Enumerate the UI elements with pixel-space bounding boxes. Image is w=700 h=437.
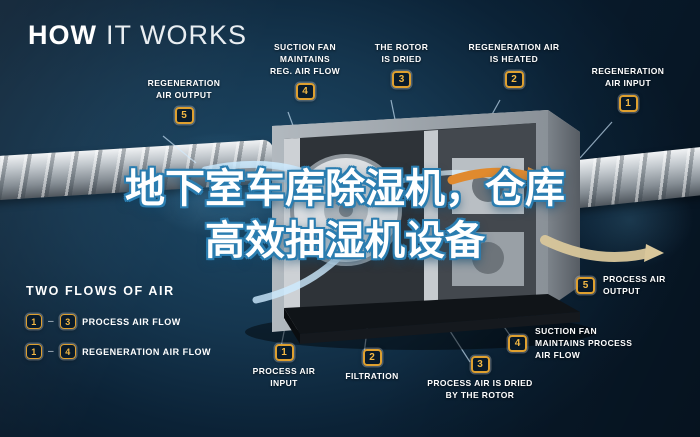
step-badge-2: 2 [504,70,524,88]
base-plinth [284,294,580,344]
step-badge-4: 4 [508,335,527,353]
callout-regeneration-air-input: REGENERATION AIR INPUT 1 [580,66,676,112]
chinese-headline: 地下室车库除湿机，仓库 高效抽湿机设备 [40,163,650,267]
legend-badge-start: 1 [26,344,42,359]
callout-suction-fan-reg: SUCTION FAN MAINTAINS REG. AIR FLOW 4 [255,42,355,100]
regeneration-airflow-arrow-inner [213,176,328,199]
chinese-headline-line2: 高效抽湿机设备 [205,219,485,263]
callout-label: PROCESS AIR INPUT [252,366,316,388]
callout-label: SUCTION FAN MAINTAINS REG. AIR FLOW [269,42,341,76]
callout-process-air-dried: 3 PROCESS AIR IS DRIED BY THE ROTOR [420,356,540,402]
step-badge-1: 1 [274,344,294,361]
step-badge-5: 5 [576,277,595,295]
callout-suction-fan-process: 4 SUCTION FAN MAINTAINS PROCESS AIR FLOW [508,326,658,362]
callout-label: FILTRATION [345,371,399,381]
callout-filtration: 2 FILTRATION [328,349,416,383]
callout-label: REGENERATION AIR IS HEATED [468,42,560,64]
regeneration-airflow-arrow [201,160,339,190]
heated-air-arrowhead [527,167,548,186]
cabinet-right-side [548,110,580,308]
callout-process-air-input: 1 PROCESS AIR INPUT [238,344,330,390]
heated-air-arrow [447,167,533,185]
callout-label: PROCESS AIR IS DRIED BY THE ROTOR [427,378,533,400]
legend-row-regeneration: 1 – 4 REGENERATION AIR FLOW [26,344,211,359]
callout-label: THE ROTOR IS DRIED [374,42,429,64]
step-badge-5: 5 [174,106,194,124]
callout-regeneration-air-output: REGENERATION AIR OUTPUT 5 [128,78,240,124]
legend-heading: TWO FLOWS OF AIR [26,284,175,298]
legend-two-flows: TWO FLOWS OF AIR 1 – 3 PROCESS AIR FLOW … [26,284,211,374]
step-badge-1: 1 [618,94,638,112]
title-light: IT WORKS [105,20,247,50]
callout-label: REGENERATION AIR OUTPUT [147,78,221,100]
airflow-arrows [201,160,653,304]
step-badge-3: 3 [470,356,490,373]
callout-label: SUCTION FAN MAINTAINS PROCESS AIR FLOW [535,326,633,360]
legend-badge-start: 1 [26,314,42,329]
process-airflow-arrow [252,228,366,304]
step-badge-4: 4 [295,82,315,100]
step-badge-3: 3 [392,70,411,88]
callout-process-air-output: 5 PROCESS AIR OUTPUT [576,274,692,298]
callout-label: PROCESS AIR OUTPUT [603,274,666,296]
callout-regeneration-air-heated: REGENERATION AIR IS HEATED 2 [458,42,570,88]
page-title: HOW IT WORKS [28,20,247,51]
cabinet [272,110,580,332]
chinese-headline-line1: 地下室车库除湿机，仓库 [125,167,565,211]
callout-rotor-is-dried: THE ROTOR IS DRIED 3 [354,42,449,88]
legend-row-process: 1 – 3 PROCESS AIR FLOW [26,314,211,329]
suction-fan-bottom [472,242,504,274]
desiccant-rotor [290,154,402,266]
dry-air-arrowhead [644,244,664,262]
title-bold: HOW [28,20,97,50]
legend-dash: – [48,346,55,357]
legend-label: PROCESS AIR FLOW [82,316,181,327]
legend-label: REGENERATION AIR FLOW [82,346,212,357]
callout-label: REGENERATION AIR INPUT [591,66,665,88]
legend-badge-end: 3 [60,314,77,329]
legend-badge-end: 4 [60,344,77,359]
legend-dash: – [48,316,55,327]
step-badge-2: 2 [362,349,382,366]
dry-air-output-arrow [540,235,653,262]
